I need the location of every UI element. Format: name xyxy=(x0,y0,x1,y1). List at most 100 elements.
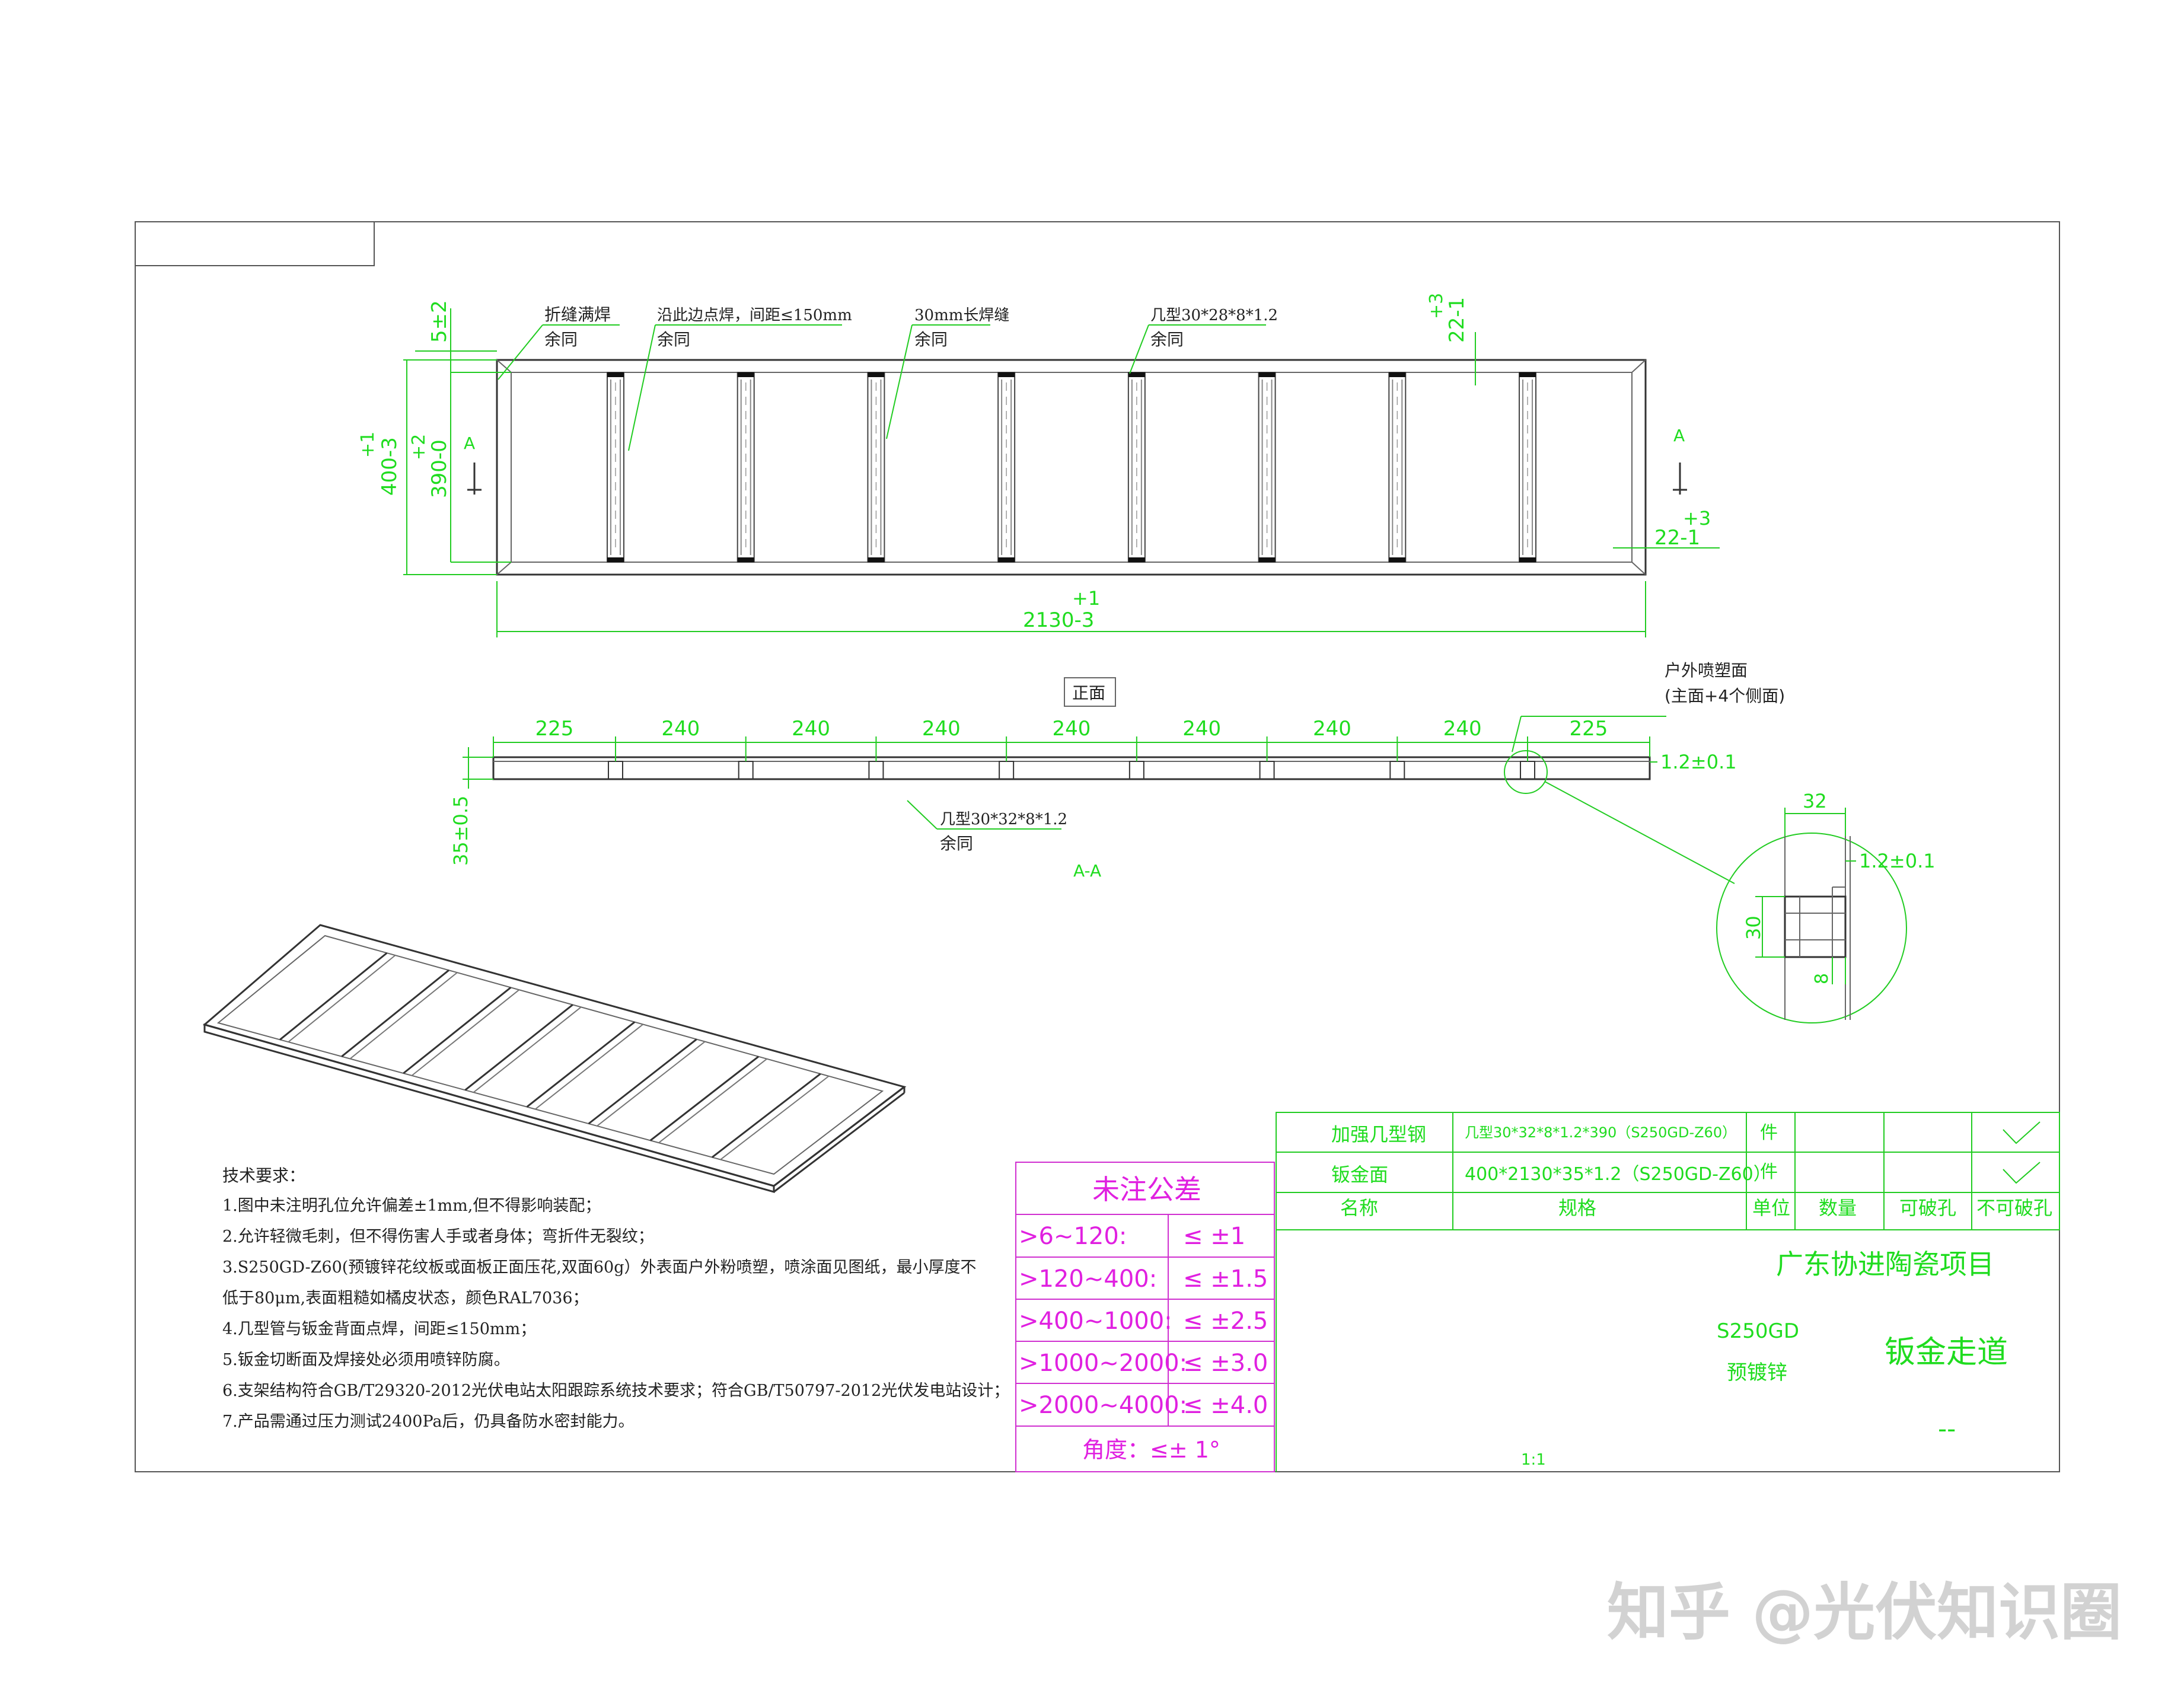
section-plate xyxy=(492,756,1651,780)
iso-rib xyxy=(403,987,512,1074)
thickness-dim: 1.2±0.1 xyxy=(1660,751,1737,773)
tech-requirement-item: 1.图中未注明孔位允许偏差±1mm,但不得影响装配； xyxy=(222,1197,601,1215)
bom-header-spec: 规格 xyxy=(1558,1197,1596,1219)
tech-requirement-item: 低于80μm,表面粗糙如橘皮状态，颜色RAL7036； xyxy=(222,1289,589,1307)
tolerance-range: >400~1000: xyxy=(1019,1307,1172,1335)
channel-section-view xyxy=(1259,761,1275,780)
channel-top-same-label: 余同 xyxy=(1150,330,1184,349)
iso-reinforcement-ribs xyxy=(279,952,830,1160)
channel-section-view xyxy=(999,761,1015,780)
channel-top-view xyxy=(1519,372,1537,563)
iso-rib-edge xyxy=(658,1058,767,1144)
tolerance-value: ≤ ±1 xyxy=(1183,1223,1245,1250)
tolerance-value: ≤ ±3.0 xyxy=(1183,1350,1268,1377)
spacing-dim-label: 225 xyxy=(535,717,574,741)
plate-inner-outline xyxy=(511,372,1633,563)
channel-top-view xyxy=(1258,372,1276,563)
bom-table: 加强几型钢 几型30*32*8*1.2*390（S250GD-Z60） 件 钣金… xyxy=(1276,1112,2060,1230)
section-a-left-label: A xyxy=(464,433,475,453)
bom-header-breakable: 可破孔 xyxy=(1899,1197,1956,1219)
bom-header-name: 名称 xyxy=(1340,1197,1378,1219)
bom-row2-spec: 400*2130*35*1.2（S250GD-Z60） xyxy=(1465,1164,1771,1185)
channel-top-view xyxy=(1127,372,1146,563)
top-view xyxy=(496,359,1647,576)
section-aa-label: A-A xyxy=(1073,861,1101,881)
channel-section-label: 几型30*32*8*1.2 xyxy=(940,811,1067,828)
bom-row1-name: 加强几型钢 xyxy=(1331,1123,1426,1146)
outdoor-spray-label: 户外喷塑面 xyxy=(1665,661,1748,680)
tolerance-value: ≤ ±4.0 xyxy=(1183,1392,1268,1419)
tolerance-value: ≤ ±2.5 xyxy=(1183,1307,1268,1335)
offset-top-tol: +3 xyxy=(1426,293,1447,319)
channel-top-view xyxy=(997,372,1016,563)
iso-rib xyxy=(341,970,449,1057)
reinforcement-channels-section xyxy=(607,761,1536,780)
iso-rib-edge xyxy=(597,1041,706,1127)
tolerance-value: ≤ ±1.5 xyxy=(1183,1265,1268,1293)
spacing-dim-label: 240 xyxy=(792,717,830,741)
iso-rib xyxy=(279,952,388,1041)
offset-top-dim: 22-1 xyxy=(1445,297,1469,343)
iso-rib xyxy=(464,1004,573,1091)
detail-channel xyxy=(1784,895,1847,958)
iso-rib xyxy=(649,1055,760,1141)
outer-width-dim: 400-3 xyxy=(378,437,401,496)
iso-rib-edge xyxy=(411,989,519,1076)
spacing-dim-label: 240 xyxy=(1443,717,1482,741)
bom-header-nonbreakable: 不可破孔 xyxy=(1976,1197,2052,1219)
offset-right-tol: +3 xyxy=(1683,507,1711,530)
bom-header-qty: 数量 xyxy=(1819,1197,1857,1219)
fold-weld-label: 折缝满焊 xyxy=(544,305,611,324)
iso-rib-edge xyxy=(534,1023,643,1110)
spacing-dim-label: 240 xyxy=(1053,717,1091,741)
tech-requirement-item: 3.S250GD-Z60(预镀锌花纹板或面板正面压花,双面60g）外表面户外粉喷… xyxy=(222,1258,977,1277)
iso-plate-inner xyxy=(216,935,884,1175)
drawing-number-dash: -- xyxy=(1938,1414,1956,1443)
reinforcement-channels-top xyxy=(606,372,1537,563)
channel-top-view xyxy=(606,372,624,563)
spacing-dim-label: 240 xyxy=(1313,717,1351,741)
tech-requirement-item: 5.钣金切断面及焊接处必须用喷锌防腐。 xyxy=(222,1351,510,1369)
channel-top-label: 几型30*28*8*1.2 xyxy=(1150,307,1278,324)
part-name: 钣金走道 xyxy=(1885,1335,2008,1370)
spacing-dim-label: 240 xyxy=(922,717,961,741)
tolerance-title: 未注公差 xyxy=(1092,1173,1201,1206)
detail-thickness-dim: 1.2±0.1 xyxy=(1859,850,1936,872)
inner-width-tol: +2 xyxy=(409,434,429,460)
channel-section-same-label: 余同 xyxy=(940,834,973,853)
bom-header-unit: 单位 xyxy=(1752,1197,1790,1219)
section-markers: A A xyxy=(464,426,1687,495)
long-weld-label: 30mm长焊缝 xyxy=(914,307,1009,324)
tolerance-range: >6~120: xyxy=(1019,1223,1127,1250)
inner-width-dim: 390-0 xyxy=(428,439,451,498)
long-weld-same-label: 余同 xyxy=(914,330,948,349)
iso-plate-top xyxy=(202,924,907,1187)
iso-rib xyxy=(526,1021,636,1108)
spacing-dim-label: 225 xyxy=(1570,717,1608,741)
bom-row1-unit: 件 xyxy=(1760,1122,1778,1143)
tolerance-range: >120~400: xyxy=(1019,1265,1157,1293)
channel-section-view xyxy=(1520,761,1536,780)
detail-height-dim: 30 xyxy=(1742,916,1765,940)
tolerance-range: >1000~2000: xyxy=(1019,1350,1187,1377)
channel-section-view xyxy=(738,761,754,780)
spacing-dim-label: 240 xyxy=(661,717,700,741)
weld-callouts: 折缝满焊 余同 沿此边点焊，间距≤150mm 余同 30mm长焊缝 余同 几型3… xyxy=(498,305,1278,451)
channel-section-view xyxy=(1389,761,1405,780)
tech-requirement-item: 4.几型管与钣金背面点焊，间距≤150mm； xyxy=(222,1320,536,1338)
tech-requirement-item: 6.支架结构符合GB/T29320-2012光伏电站太阳跟踪系统技术要求；符合G… xyxy=(222,1382,1009,1400)
channel-top-view xyxy=(867,372,885,563)
section-a-right-label: A xyxy=(1673,426,1685,445)
project-name: 广东协进陶瓷项目 xyxy=(1776,1248,1994,1280)
bom-row2-unit: 件 xyxy=(1760,1162,1778,1182)
detail-circle xyxy=(1716,833,1907,1023)
detail-flange-dim: 8 xyxy=(1812,973,1832,984)
length-tol: +1 xyxy=(1072,587,1100,610)
tech-requirements: 技术要求： 1.图中未注明孔位允许偏差±1mm,但不得影响装配；2.允许轻微毛刺… xyxy=(222,1166,1009,1431)
material-grade: S250GD xyxy=(1717,1319,1799,1343)
height-dim: 35±0.5 xyxy=(449,796,472,866)
tolerance-table: 未注公差 >6~120: ≤ ±1 >120~400: ≤ ±1.5 >400~1000… xyxy=(1015,1162,1275,1472)
